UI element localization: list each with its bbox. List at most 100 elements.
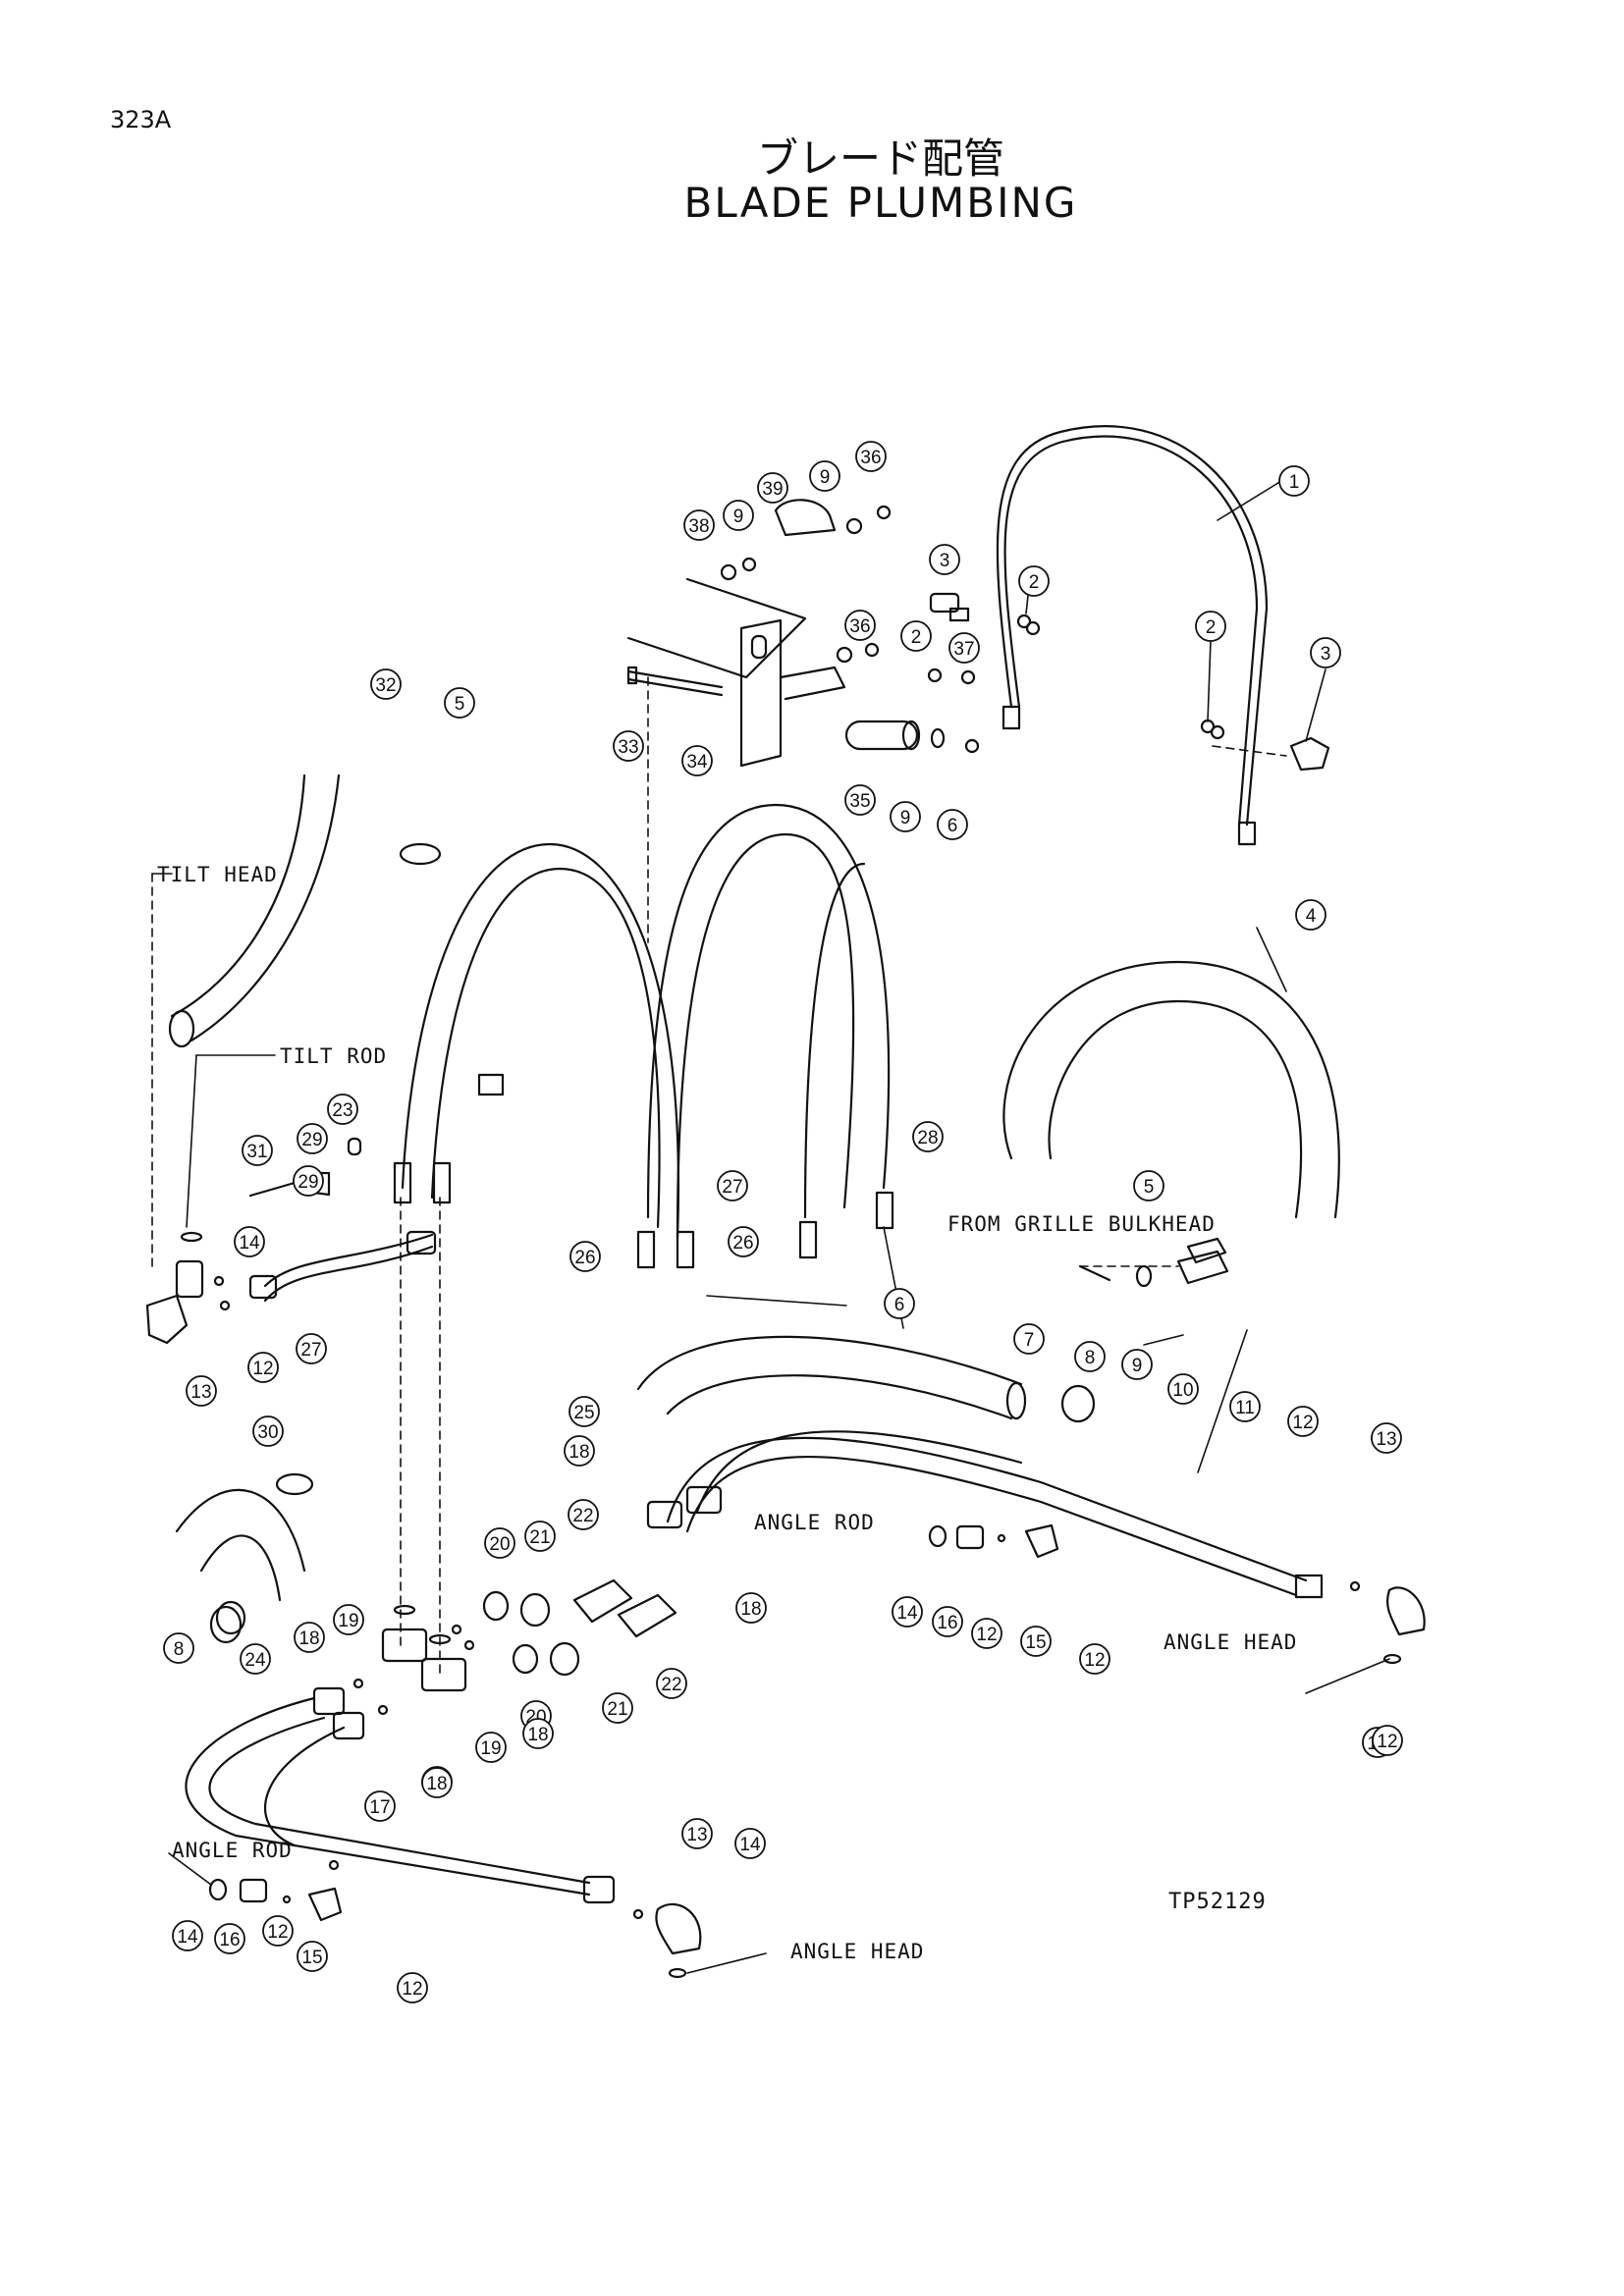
callout-bubble-27 bbox=[717, 1170, 748, 1201]
hoses-24-17 bbox=[185, 1605, 616, 1904]
callout-bubble-14 bbox=[734, 1828, 766, 1859]
callout-bubble-19 bbox=[475, 1732, 507, 1763]
callout-bubble-9 bbox=[809, 460, 840, 492]
callout-number: 9 bbox=[900, 808, 911, 828]
callout-number: 27 bbox=[722, 1177, 742, 1198]
callout-number: 14 bbox=[177, 1927, 198, 1948]
dashed-guides bbox=[151, 676, 1287, 1680]
callout-bubble-26 bbox=[569, 1241, 601, 1272]
callout-bubble-19 bbox=[333, 1604, 364, 1635]
callout-number: 34 bbox=[686, 752, 708, 773]
callout-bubble-10 bbox=[1167, 1373, 1199, 1405]
callout-bubble-24 bbox=[240, 1643, 271, 1675]
callout-bubble-26 bbox=[728, 1226, 759, 1257]
callout-number: 18 bbox=[426, 1774, 447, 1794]
callout-bubble-4 bbox=[1295, 899, 1326, 931]
callout-bubble-34 bbox=[681, 745, 713, 776]
callout-bubble-12 bbox=[262, 1915, 294, 1947]
callout-number: 29 bbox=[298, 1172, 318, 1193]
callout-number: 6 bbox=[894, 1295, 905, 1315]
callout-number: 36 bbox=[860, 448, 881, 468]
drawing-id: TP52129 bbox=[1168, 1890, 1267, 1914]
callout-bubble-13 bbox=[186, 1375, 217, 1407]
callout-number: 33 bbox=[618, 737, 638, 758]
callout-number: 22 bbox=[572, 1506, 593, 1526]
bracket-assembly bbox=[626, 499, 980, 768]
callout-number: 27 bbox=[300, 1340, 321, 1361]
callout-number: 7 bbox=[1024, 1330, 1035, 1351]
fittings-angle-rod-lower bbox=[208, 1859, 343, 1922]
callout-number: 26 bbox=[574, 1248, 595, 1268]
callout-number: 13 bbox=[686, 1825, 707, 1845]
elbow-angle-head-right bbox=[1349, 1580, 1426, 1665]
callout-number: 21 bbox=[607, 1699, 627, 1720]
callout-bubble-18 bbox=[564, 1435, 595, 1467]
callout-number: 25 bbox=[573, 1403, 594, 1423]
callout-number: 15 bbox=[1025, 1632, 1046, 1653]
label-angle-head-right: ANGLE HEAD bbox=[1164, 1630, 1297, 1654]
label-angle-rod-lower: ANGLE ROD bbox=[172, 1839, 293, 1862]
callout-number: 9 bbox=[1132, 1356, 1143, 1376]
elbow-angle-head-lower bbox=[632, 1902, 702, 1979]
hose-6 bbox=[636, 1335, 1027, 1420]
callout-bubble-14 bbox=[234, 1226, 265, 1257]
callout-number: 31 bbox=[246, 1142, 267, 1162]
callout-bubble-37 bbox=[948, 632, 980, 664]
callout-number: 9 bbox=[733, 507, 744, 527]
callout-number: 4 bbox=[1306, 906, 1317, 927]
label-tilt-rod: TILT ROD bbox=[280, 1044, 387, 1068]
label-angle-head-lower: ANGLE HEAD bbox=[790, 1940, 924, 1963]
callout-number: 36 bbox=[849, 616, 870, 637]
callout-bubble-25 bbox=[568, 1396, 600, 1427]
callout-number: 18 bbox=[740, 1599, 761, 1620]
callout-bubble-1 bbox=[1278, 465, 1310, 497]
callout-bubble-29 bbox=[293, 1165, 324, 1197]
callout-bubble-12 bbox=[1287, 1406, 1319, 1437]
callout-number: 19 bbox=[480, 1738, 501, 1759]
callout-bubble-38 bbox=[683, 509, 715, 541]
callout-number: 39 bbox=[762, 479, 783, 500]
callout-number: 37 bbox=[953, 639, 974, 660]
callout-bubble-3 bbox=[929, 544, 960, 575]
hose-27-lower bbox=[248, 1230, 437, 1303]
callout-bubble-20 bbox=[484, 1527, 515, 1559]
callout-bubble-29 bbox=[297, 1123, 328, 1154]
callout-number: 12 bbox=[252, 1359, 273, 1379]
callout-bubble-22 bbox=[656, 1668, 687, 1699]
callout-bubble-16 bbox=[214, 1923, 245, 1954]
callout-bubble-18 bbox=[522, 1718, 554, 1749]
callout-number: 28 bbox=[917, 1128, 938, 1148]
hose-4 bbox=[1002, 960, 1340, 1219]
callout-number: 19 bbox=[338, 1611, 358, 1631]
callout-bubble-9 bbox=[1121, 1349, 1153, 1380]
callout-labels: TILT HEAD TILT ROD FROM GRILLE BULKHEAD … bbox=[157, 863, 1297, 1963]
hose-32 bbox=[168, 774, 341, 1048]
callout-number: 8 bbox=[1085, 1348, 1096, 1368]
callout-number: 17 bbox=[369, 1797, 390, 1818]
callout-number: 13 bbox=[1376, 1429, 1396, 1450]
callout-bubble-13 bbox=[1371, 1422, 1402, 1454]
callout-number: 16 bbox=[937, 1613, 957, 1633]
callout-number: 22 bbox=[661, 1675, 681, 1695]
callout-bubble-36 bbox=[855, 441, 887, 472]
callout-bubble-22 bbox=[568, 1499, 599, 1530]
callout-bubble-18 bbox=[735, 1592, 767, 1624]
callout-bubble-5 bbox=[1133, 1170, 1164, 1201]
callout-number: 6 bbox=[947, 816, 958, 836]
callout-number: 9 bbox=[820, 467, 831, 488]
label-from-grille-bulkhead: FROM GRILLE BULKHEAD bbox=[947, 1212, 1216, 1236]
callout-bubble-31 bbox=[242, 1135, 273, 1166]
callout-number: 1 bbox=[1289, 472, 1300, 493]
callout-number: 29 bbox=[301, 1130, 322, 1150]
callout-number: 3 bbox=[940, 551, 950, 571]
callout-bubble-9 bbox=[723, 500, 754, 531]
callout-number: 12 bbox=[1084, 1650, 1105, 1671]
callout-number: 16 bbox=[219, 1930, 240, 1950]
callout-bubble-21 bbox=[524, 1521, 556, 1552]
callout-bubble-18 bbox=[421, 1767, 453, 1798]
callout-bubble-9 bbox=[890, 801, 921, 832]
title-japanese: ブレード配管 bbox=[756, 134, 1004, 183]
callout-number: 18 bbox=[527, 1725, 548, 1745]
callout-number: 2 bbox=[1029, 572, 1040, 593]
